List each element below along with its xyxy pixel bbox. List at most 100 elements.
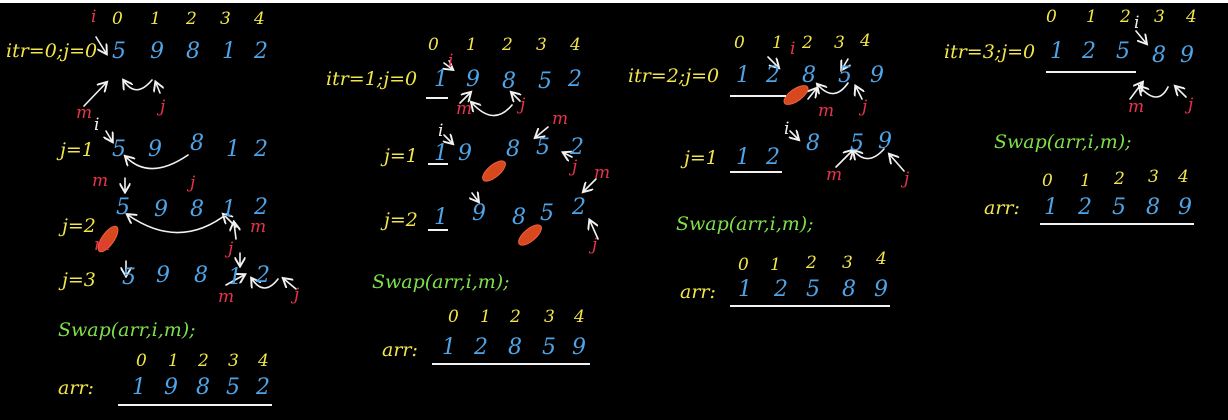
panel-3-result-index-0: 0: [738, 255, 749, 275]
panel-1-index-4: 4: [254, 9, 265, 29]
panel-4-header: itr=3;j=0: [944, 41, 1036, 63]
panel-4-result-val-0: 1: [1044, 195, 1058, 220]
panel-1-row-1-val-3: 1: [222, 39, 236, 64]
arrow-j: [512, 93, 520, 101]
pointer-j: j: [520, 95, 526, 115]
panel-1-result-index-3: 3: [228, 351, 239, 371]
panel-1-row-4-val-4: 2: [256, 263, 270, 288]
swap-highlight-mark: [783, 85, 809, 105]
pointer-i: i: [94, 115, 100, 135]
arrow-m: [83, 83, 106, 107]
panel-1-swap-code: Swap(arr,i,m);: [58, 319, 196, 341]
panel-3-row-1-val-1: 2: [766, 63, 780, 88]
panel-2-result-label: arr:: [382, 339, 418, 361]
panel-3-swap-code: Swap(arr,i,m);: [676, 213, 814, 235]
swap-highlight-mark: [518, 224, 542, 246]
arrow-j: [564, 153, 572, 157]
panel-2-result-val-4: 9: [572, 335, 586, 360]
arrow-m: [459, 93, 470, 104]
arrow-j-to-m: [472, 103, 513, 117]
arrow-j: [590, 221, 599, 240]
arrow-i: [767, 56, 778, 67]
panel-1-row-3-val-0: 5: [116, 195, 130, 220]
arrow-j: [1176, 87, 1187, 98]
annotation-layer: [83, 30, 1187, 290]
arrow-m: [584, 178, 597, 191]
panel-2-result-index-3: 3: [544, 307, 555, 327]
panel-1-index-0: 0: [112, 9, 123, 29]
panel-4-result-index-2: 2: [1114, 169, 1125, 189]
panel-3-row-1-val-2: 8: [802, 63, 816, 88]
panel-1-row-2-val-1: 9: [148, 137, 162, 162]
panel-2-row-3-val-4: 2: [572, 195, 586, 220]
pointer-i: i: [1134, 13, 1140, 33]
pointer-j: j: [190, 173, 196, 193]
panel-3-result-val-2: 5: [806, 277, 820, 302]
panel-2-row-2-val-3: 5: [536, 135, 550, 160]
panel-1-header: itr=0;j=0: [6, 40, 98, 62]
panel-4-row-1-sorted-underline: [1046, 71, 1136, 73]
arrow-m: [835, 151, 852, 168]
panel-3-result-val-3: 8: [842, 277, 856, 302]
arrow-j-to-m: [1140, 87, 1169, 98]
pointer-j: j: [294, 285, 300, 305]
panel-3-row-2-val-0: 1: [736, 145, 750, 170]
arrow-curve-j2: [128, 212, 229, 234]
pointer-i: i: [790, 39, 796, 59]
panel-1-result-index-0: 0: [136, 351, 147, 371]
panel-2-row-1-val-4: 2: [568, 67, 582, 92]
panel-2-result-val-2: 8: [508, 335, 522, 360]
arrow-j-to-m: [124, 80, 153, 90]
panel-1-result-val-2: 8: [196, 375, 210, 400]
panel-1-row-2-val-2: 8: [190, 131, 204, 156]
panel-3-result-index-2: 2: [806, 253, 817, 273]
panel-3-row-1-sorted-underline: [730, 95, 786, 97]
arrow-i: [472, 193, 478, 201]
arrow-j: [856, 87, 862, 100]
pointer-i: i: [784, 119, 790, 139]
panel-2-row-1-val-1: 9: [466, 67, 480, 92]
panel-2-row-1-val-0: 1: [434, 67, 448, 92]
panel-3-result-val-0: 1: [738, 277, 752, 302]
arrow-i: [444, 135, 452, 143]
panel-3-result-index-4: 4: [876, 249, 887, 269]
panel-2-index-1: 1: [466, 35, 477, 55]
panel-1-result-index-1: 1: [168, 351, 179, 371]
panel-4-index-4: 4: [1186, 7, 1197, 27]
panel-3-row-2-val-2: 8: [806, 131, 820, 156]
panel-3-row-2-val-4: 9: [878, 129, 892, 154]
panel-1-row-1-val-1: 9: [150, 39, 164, 64]
arrow-i: [444, 63, 452, 69]
pointer-m: m: [76, 103, 93, 123]
panel-4-result-label: arr:: [984, 197, 1020, 219]
pointer-j: j: [572, 157, 578, 177]
pointer-m: m: [826, 165, 843, 185]
whiteboard-canvas: itr=0;j=0 0 1 2 3 4 i 5 9 8 1 2 m j j=1 …: [0, 3, 1228, 420]
panel-1-row-2-label: j=1: [60, 139, 94, 161]
panel-4-result-val-2: 5: [1112, 195, 1126, 220]
panel-2-row-2-val-2: 8: [506, 137, 520, 162]
panel-1-row-2-val-0: 5: [112, 137, 126, 162]
arrow-m: [1129, 83, 1142, 100]
panel-3-result-label: arr:: [680, 281, 716, 303]
swap-highlight-mark: [482, 160, 506, 182]
panel-2-result-val-3: 5: [542, 335, 556, 360]
panel-2-row-3-val-0: 1: [434, 205, 448, 230]
arrow-i: [790, 131, 798, 139]
arrow-m: [808, 89, 816, 100]
pointer-m: m: [456, 99, 473, 119]
arrow-i: [1135, 30, 1146, 43]
panel-1-result-index-2: 2: [198, 351, 209, 371]
panel-2-row-1-val-2: 8: [502, 69, 516, 94]
panel-3-header: itr=2;j=0: [628, 65, 720, 87]
pointer-i: i: [438, 121, 444, 141]
panel-3-index-1: 1: [772, 33, 783, 53]
panel-1-result-underline: [118, 404, 272, 406]
panel-3-result-index-3: 3: [842, 253, 853, 273]
pointer-i: i: [448, 51, 454, 71]
pointer-j: j: [862, 97, 868, 117]
arrow-i: [106, 130, 112, 141]
panel-3-row-2-val-1: 2: [766, 145, 780, 170]
panel-1-result-val-1: 9: [164, 375, 178, 400]
panel-1-result-val-3: 5: [226, 375, 240, 400]
